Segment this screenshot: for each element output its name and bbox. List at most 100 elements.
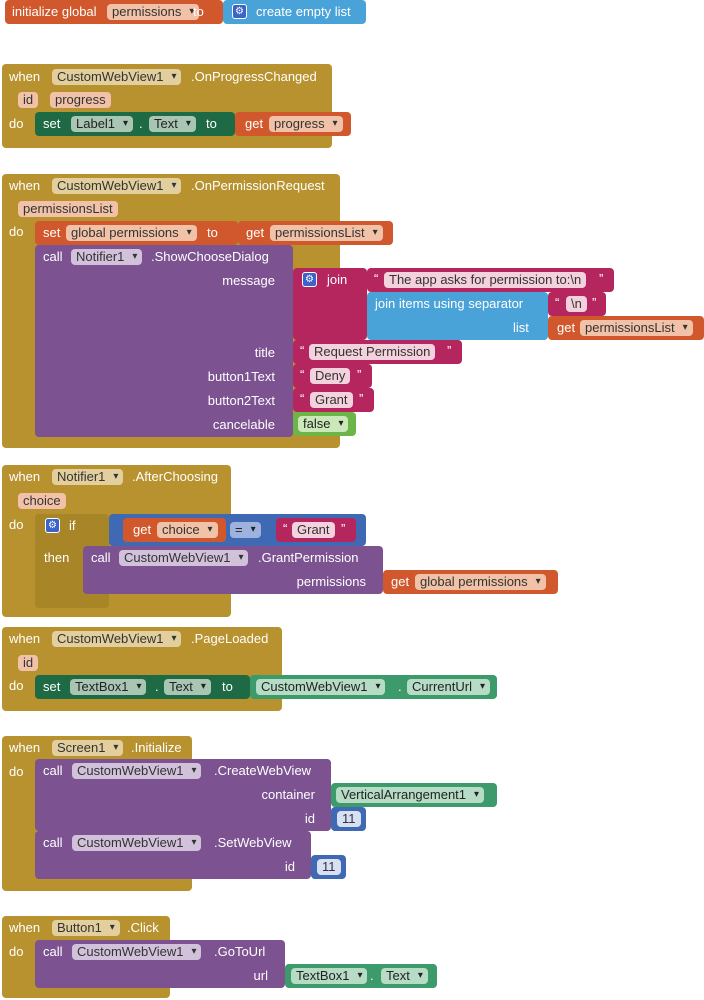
- set-global-permissions-block[interactable]: set global permissions to: [35, 221, 238, 245]
- set-label: set: [43, 225, 61, 240]
- join-items-label: join items using separator: [375, 296, 524, 311]
- quote-close-icon: ”: [592, 295, 597, 310]
- gear-icon[interactable]: ⚙: [302, 272, 317, 287]
- create-empty-list-block[interactable]: ⚙ create empty list: [223, 0, 366, 24]
- getter-property-dropdown[interactable]: Text: [381, 968, 428, 984]
- call-label: call: [43, 763, 63, 778]
- method-name: .ShowChooseDialog: [151, 249, 269, 264]
- create-empty-list-label: create empty list: [256, 4, 351, 19]
- set-var-dropdown[interactable]: global permissions: [66, 225, 197, 241]
- textbox-text-getter-block[interactable]: TextBox1 . Text: [285, 964, 437, 988]
- event-component-dropdown[interactable]: CustomWebView1: [52, 69, 182, 85]
- call-component-dropdown[interactable]: Notifier1: [71, 249, 143, 265]
- event-component-dropdown[interactable]: CustomWebView1: [52, 178, 182, 194]
- call-show-choose-dialog-block[interactable]: call Notifier1 .ShowChooseDialog message…: [35, 245, 293, 437]
- get-global-permissions-block[interactable]: get global permissions: [383, 570, 558, 594]
- call-go-to-url-block[interactable]: call CustomWebView1 .GoToUrl url: [35, 940, 285, 988]
- event-component-dropdown[interactable]: Screen1: [52, 740, 124, 756]
- text-deny-block[interactable]: “ Deny ”: [293, 364, 372, 388]
- call-label: call: [43, 249, 63, 264]
- param-progress[interactable]: progress: [50, 92, 111, 108]
- get-var-dropdown[interactable]: progress: [269, 116, 343, 132]
- set-target-dropdown[interactable]: TextBox1: [70, 679, 147, 695]
- text-separator-block[interactable]: “ \n ”: [548, 292, 606, 316]
- text-grant-compare-value[interactable]: Grant: [292, 522, 335, 538]
- text-deny-value[interactable]: Deny: [310, 368, 351, 384]
- boolean-false-block[interactable]: false: [293, 412, 356, 436]
- getter-component-dropdown[interactable]: TextBox1: [291, 968, 368, 984]
- when-label: when: [9, 920, 41, 935]
- number-value[interactable]: 11: [317, 859, 341, 875]
- getter-property-dropdown[interactable]: CurrentUrl: [407, 679, 490, 695]
- param-id[interactable]: id: [18, 655, 39, 671]
- when-label: when: [9, 178, 41, 193]
- get-permissions-list-block[interactable]: get permissionsList: [238, 221, 393, 245]
- get-var-dropdown[interactable]: permissionsList: [580, 320, 693, 336]
- text-separator-value[interactable]: \n: [566, 296, 587, 312]
- call-component-dropdown[interactable]: CustomWebView1: [72, 944, 202, 960]
- set-property-dropdown[interactable]: Text: [149, 116, 196, 132]
- dot-separator: .: [370, 968, 374, 983]
- call-create-webview-block[interactable]: call CustomWebView1 .CreateWebView conta…: [35, 759, 331, 831]
- text-ask-permission-value[interactable]: The app asks for permission to:\n: [384, 272, 587, 288]
- join-items-separator-block[interactable]: join items using separator list: [367, 292, 548, 340]
- event-name: .OnProgressChanged: [191, 69, 317, 84]
- param-id[interactable]: id: [18, 92, 39, 108]
- quote-open-icon: “: [300, 391, 305, 406]
- text-ask-permission-block[interactable]: “ The app asks for permission to:\n ”: [367, 268, 614, 292]
- method-name: .CreateWebView: [214, 763, 312, 778]
- initialize-global-block[interactable]: initialize global permissions to: [5, 0, 223, 24]
- call-label: call: [91, 550, 111, 565]
- call-component-dropdown[interactable]: CustomWebView1: [72, 763, 202, 779]
- get-var-dropdown[interactable]: choice: [157, 522, 218, 538]
- param-choice[interactable]: choice: [18, 493, 66, 509]
- event-component-dropdown[interactable]: Button1: [52, 920, 120, 936]
- event-component-dropdown[interactable]: Notifier1: [52, 469, 124, 485]
- container-socket-label: container: [261, 787, 315, 802]
- get-var-dropdown[interactable]: permissionsList: [270, 225, 383, 241]
- text-grant-value[interactable]: Grant: [310, 392, 353, 408]
- event-component-dropdown[interactable]: CustomWebView1: [52, 631, 182, 647]
- to-label: to: [207, 225, 218, 240]
- compare-operator-dropdown[interactable]: =: [230, 522, 261, 538]
- component-dropdown[interactable]: VerticalArrangement1: [336, 787, 485, 803]
- set-label-text-block[interactable]: set Label1 . Text to: [35, 112, 235, 136]
- text-grant-compare-block[interactable]: “ Grant ”: [276, 518, 356, 542]
- number-value[interactable]: 11: [337, 811, 361, 827]
- gear-icon[interactable]: ⚙: [45, 518, 60, 533]
- title-socket-label: title: [254, 345, 275, 360]
- do-label: do: [9, 116, 24, 131]
- global-var-name-field[interactable]: permissions: [107, 4, 200, 20]
- dot-separator: .: [139, 116, 143, 131]
- get-label: get: [245, 116, 264, 131]
- set-target-dropdown[interactable]: Label1: [71, 116, 134, 132]
- call-component-dropdown[interactable]: CustomWebView1: [72, 835, 202, 851]
- text-title-value[interactable]: Request Permission: [309, 344, 436, 360]
- call-set-webview-block[interactable]: call CustomWebView1 .SetWebView id: [35, 831, 311, 879]
- join-block[interactable]: ⚙ join: [293, 268, 367, 340]
- number-11-block-2[interactable]: 11: [311, 855, 346, 879]
- call-component-dropdown[interactable]: CustomWebView1: [119, 550, 249, 566]
- component-vertical-arrangement-block[interactable]: VerticalArrangement1: [331, 783, 497, 807]
- call-grant-permission-block[interactable]: call CustomWebView1 .GrantPermission per…: [83, 546, 383, 594]
- boolean-dropdown[interactable]: false: [298, 416, 349, 432]
- gear-icon[interactable]: ⚙: [232, 4, 247, 19]
- number-11-block[interactable]: 11: [331, 807, 366, 831]
- set-property-dropdown[interactable]: Text: [164, 679, 211, 695]
- dot-separator: .: [155, 679, 159, 694]
- get-choice-block[interactable]: get choice: [123, 518, 226, 542]
- id-socket-label: id: [284, 859, 295, 874]
- method-name: .GrantPermission: [258, 550, 359, 565]
- current-url-getter-block[interactable]: CustomWebView1 . CurrentUrl: [250, 675, 497, 699]
- get-progress-block[interactable]: get progress: [235, 112, 351, 136]
- message-socket-label: message: [222, 273, 275, 288]
- url-socket-label: url: [253, 968, 268, 983]
- text-title-block[interactable]: “ Request Permission ”: [293, 340, 462, 364]
- param-permissions-list[interactable]: permissionsList: [18, 201, 118, 217]
- set-textbox-text-block[interactable]: set TextBox1 . Text to: [35, 675, 250, 699]
- getter-component-dropdown[interactable]: CustomWebView1: [256, 679, 386, 695]
- list-socket-label: list: [513, 320, 529, 335]
- get-permissions-list-block-2[interactable]: get permissionsList: [548, 316, 704, 340]
- text-grant-block[interactable]: “ Grant ”: [293, 388, 374, 412]
- get-var-dropdown[interactable]: global permissions: [415, 574, 546, 590]
